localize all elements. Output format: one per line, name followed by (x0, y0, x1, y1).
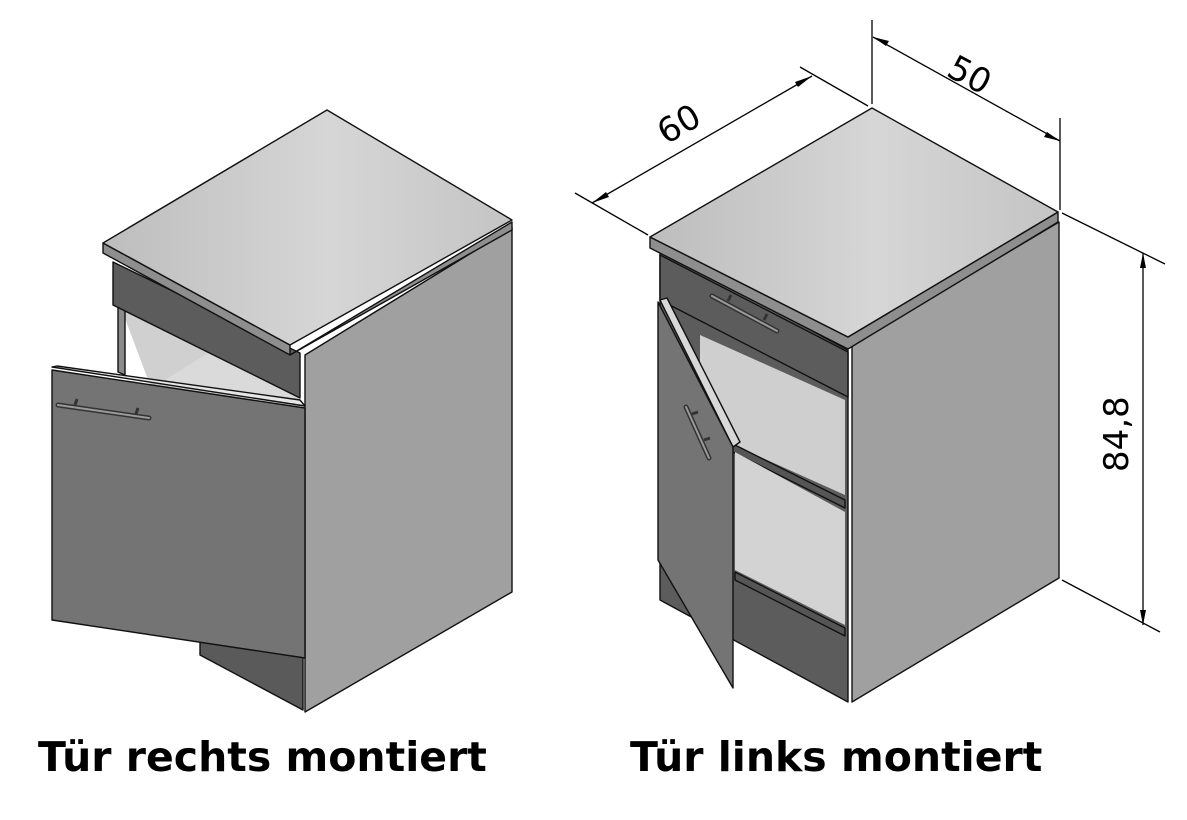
drawer-front (659, 254, 849, 398)
bottom-shelf (734, 571, 846, 637)
worktop (649, 107, 1059, 338)
door[interactable] (657, 301, 734, 689)
worktop-edge (102, 221, 513, 356)
lower-compartment (735, 452, 845, 625)
cabinet-door-right (51, 109, 513, 713)
dimension-depth-label: 50 (941, 48, 998, 104)
dimension-height-label: 84,8 (1097, 396, 1137, 472)
door-top-edge (51, 365, 306, 407)
worktop (102, 109, 513, 346)
caption-door-right: Tür rechts montiert (38, 733, 487, 781)
cabinet-door-left (649, 107, 1060, 703)
upper-compartment (700, 335, 845, 495)
inner-side-panel (117, 299, 126, 376)
door[interactable] (51, 369, 306, 659)
door-handle-icon (683, 404, 712, 461)
dimension-width-label: 60 (651, 97, 708, 153)
door-edge (659, 297, 741, 448)
dimension-height: 84,8 (1061, 212, 1166, 633)
drawer-handle-icon (709, 293, 780, 334)
door-handle-icon (55, 398, 152, 421)
caption-door-left: Tür links montiert (630, 733, 1043, 781)
